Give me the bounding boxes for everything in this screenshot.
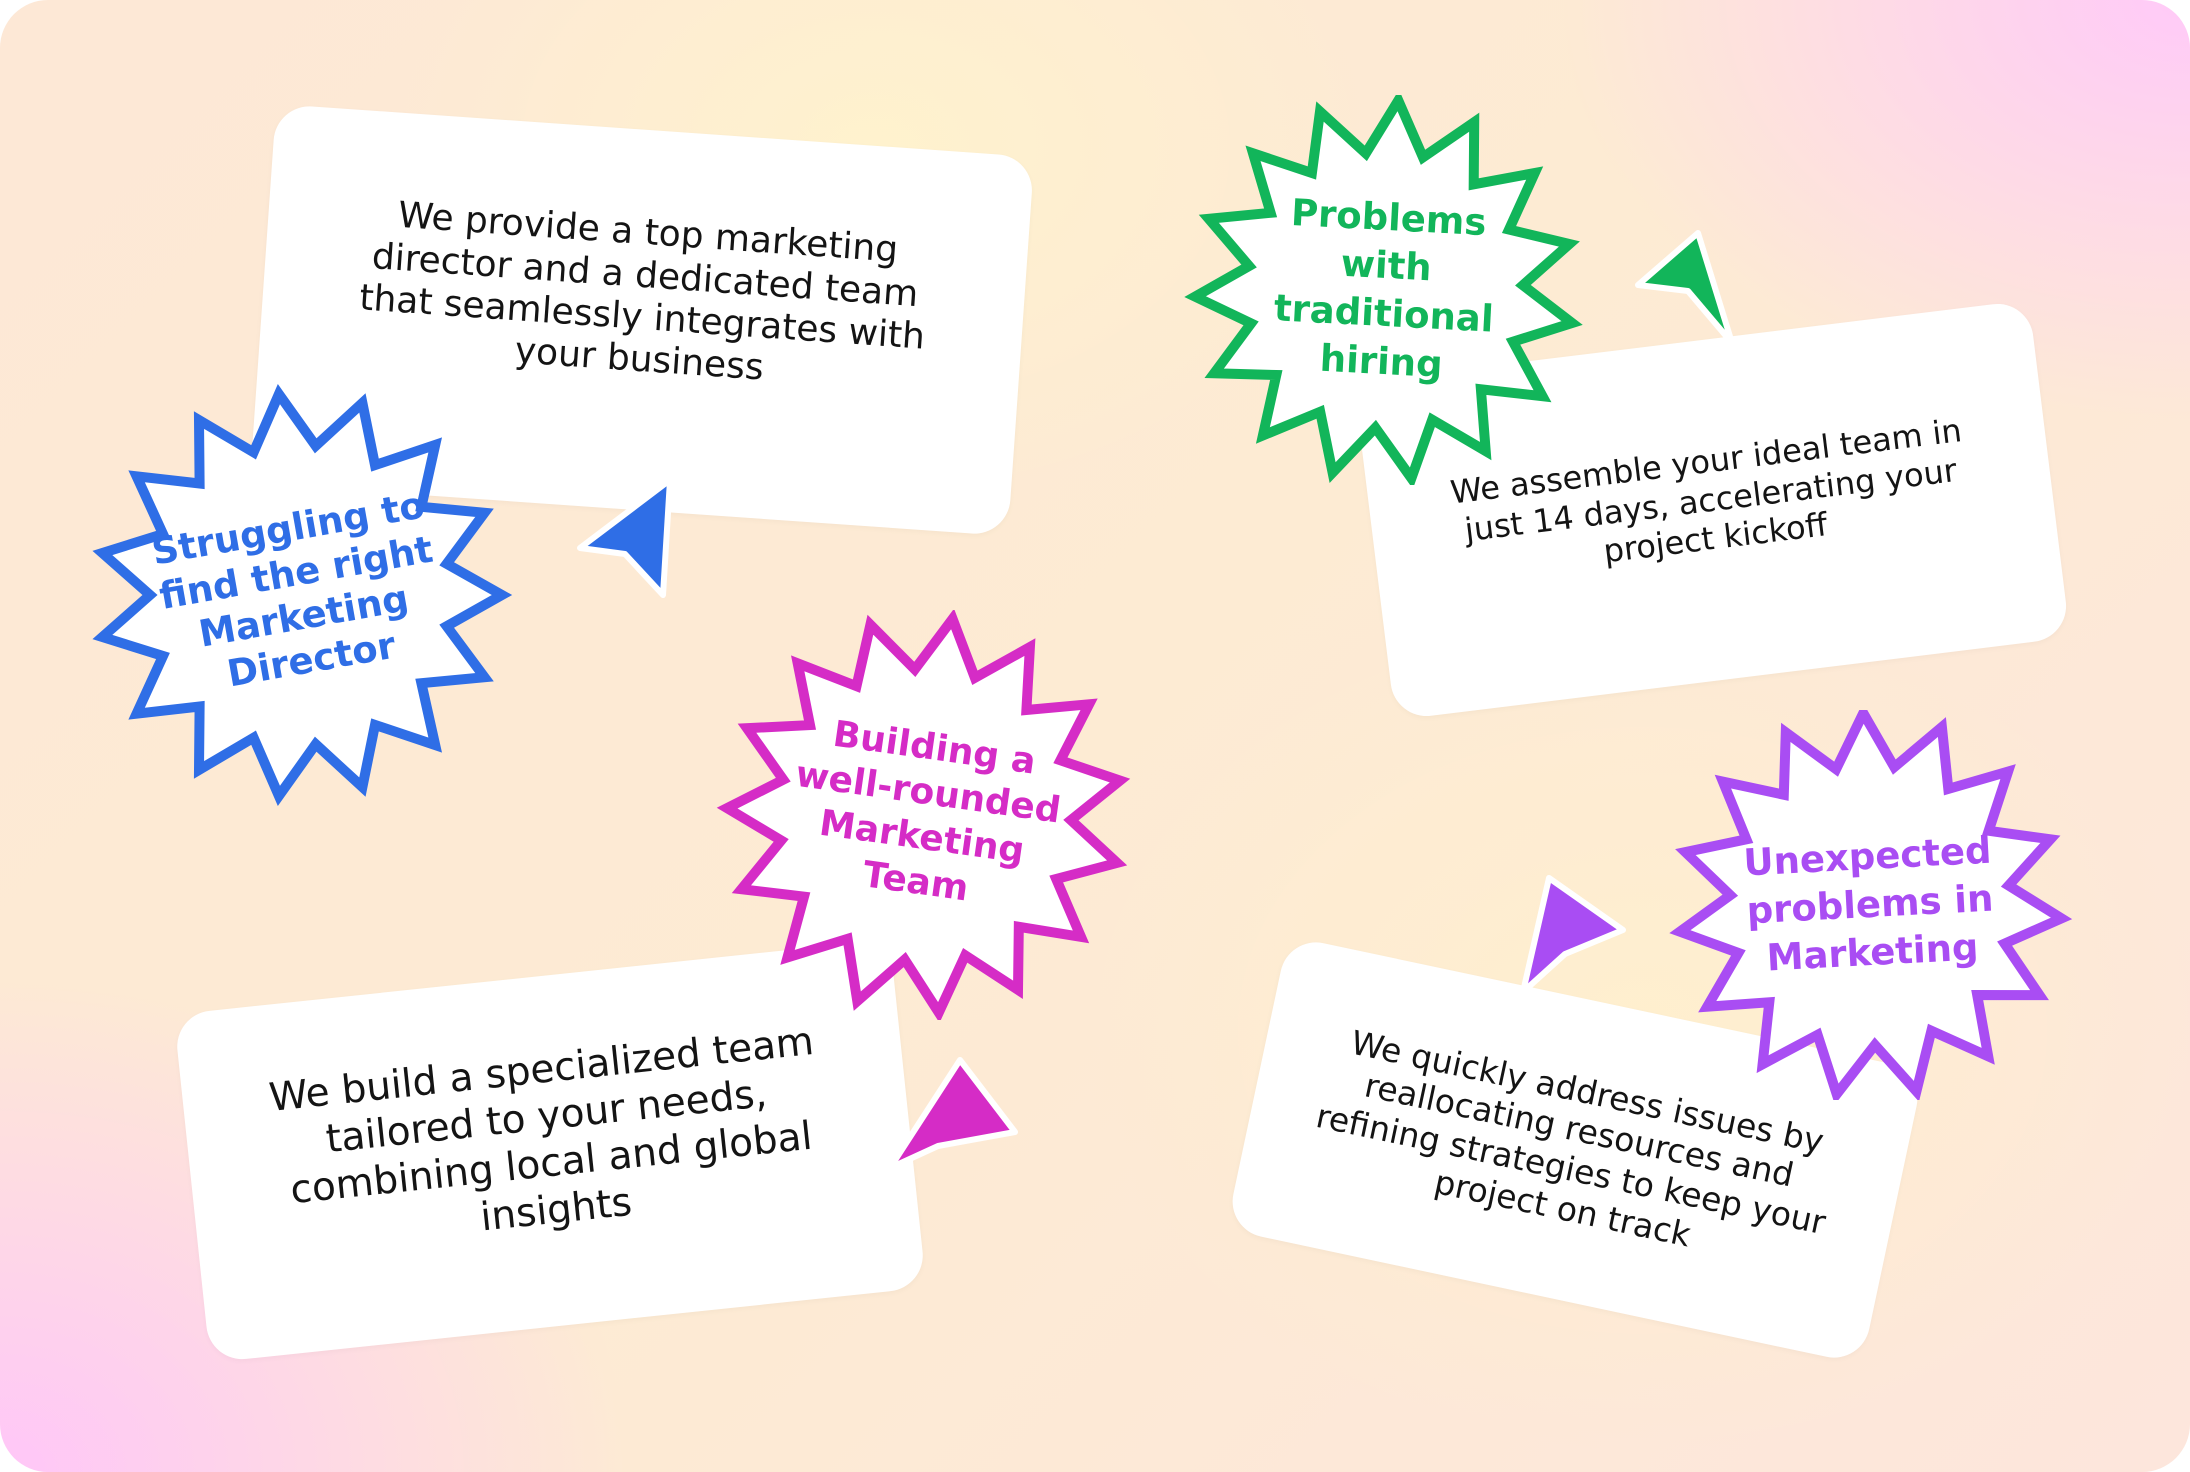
- cursor-arrow-icon: [1635, 230, 1735, 346]
- problem-burst-team: Building a well-rounded Marketing Team: [710, 610, 1140, 1020]
- starburst-outline: [1184, 95, 1583, 485]
- starburst-outline: [1669, 710, 2073, 1100]
- starburst-shape: [1669, 710, 2073, 1100]
- cursor-arrow-icon: [887, 1057, 1018, 1171]
- starburst-shape: [716, 610, 1131, 1020]
- problem-burst-hiring: Problems with traditional hiring: [1175, 95, 1595, 485]
- starburst-outline: [716, 610, 1131, 1020]
- problem-burst-unexpected: Unexpected problems in Marketing: [1660, 710, 2080, 1100]
- problem-burst-director: Struggling to find the right Marketing D…: [80, 380, 520, 810]
- problem-text: Unexpected problems in Marketing: [1742, 828, 1995, 980]
- cursor-arrow-icon: [1520, 875, 1626, 995]
- problem-text: Struggling to find the right Marketing D…: [148, 483, 436, 696]
- cursor-arrow-icon: [577, 477, 673, 598]
- starburst-outline: [92, 383, 513, 807]
- problem-text: Problems with traditional hiring: [1272, 190, 1495, 387]
- starburst-shape: [92, 383, 513, 807]
- problem-text: Building a well-rounded Marketing Team: [793, 713, 1064, 910]
- starburst-shape: [1184, 95, 1583, 485]
